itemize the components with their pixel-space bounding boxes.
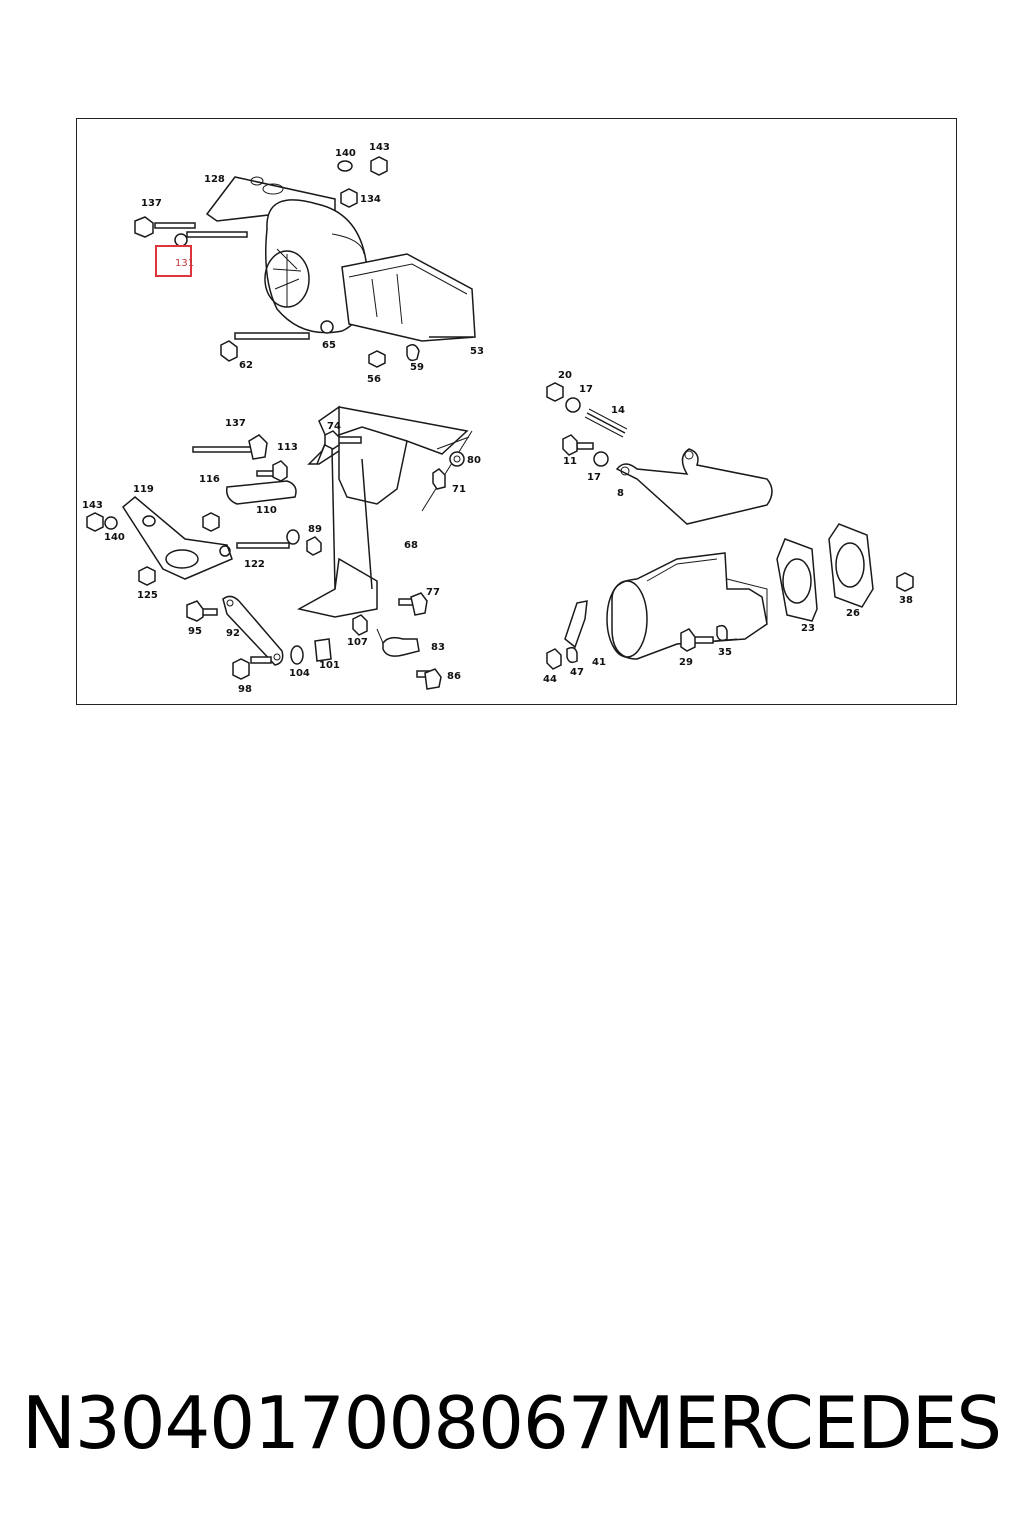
callout-125: 125 (137, 590, 158, 601)
callout-89: 89 (308, 524, 322, 535)
callout-128: 128 (204, 174, 225, 185)
parts-diagram: 140 143 128 134 137 62 65 56 59 53 137 1… (76, 118, 957, 705)
brand-name: MERCEDES (612, 1381, 1002, 1465)
callout-41: 41 (592, 657, 606, 668)
callout-38: 38 (899, 595, 913, 606)
part-number: N304017008067 (22, 1381, 614, 1465)
highlighted-part-label: 131 (175, 258, 195, 269)
callout-59: 59 (410, 362, 424, 373)
callout-62: 62 (239, 360, 253, 371)
callout-86: 86 (447, 671, 461, 682)
starter-motor-assembly (546, 382, 914, 670)
callout-23: 23 (801, 623, 815, 634)
callout-26: 26 (846, 608, 860, 619)
callout-29: 29 (679, 657, 693, 668)
callout-137-mid: 137 (225, 418, 246, 429)
callout-143-mid: 143 (82, 500, 103, 511)
callout-77: 77 (426, 587, 440, 598)
callout-113: 113 (277, 442, 298, 453)
callout-53: 53 (470, 346, 484, 357)
callout-104: 104 (289, 668, 310, 679)
callout-92: 92 (226, 628, 240, 639)
callout-71: 71 (452, 484, 466, 495)
alternator-assembly (134, 156, 476, 368)
callout-119: 119 (133, 484, 154, 495)
callout-107: 107 (347, 637, 368, 648)
callout-47: 47 (570, 667, 584, 678)
callout-140-top: 140 (335, 148, 356, 159)
callout-74: 74 (327, 421, 341, 432)
highlighted-part-box[interactable] (155, 245, 192, 277)
callout-80: 80 (467, 455, 481, 466)
callout-140-mid: 140 (104, 532, 125, 543)
callout-17-mid: 17 (587, 472, 601, 483)
mounting-brackets (86, 405, 473, 690)
callout-17-top: 17 (579, 384, 593, 395)
callout-44: 44 (543, 674, 557, 685)
callout-68: 68 (404, 540, 418, 551)
callout-83: 83 (431, 642, 445, 653)
callout-122: 122 (244, 559, 265, 570)
callout-143-top: 143 (369, 142, 390, 153)
callout-11: 11 (563, 456, 577, 467)
callout-134: 134 (360, 194, 381, 205)
callout-110: 110 (256, 505, 277, 516)
callout-14: 14 (611, 405, 625, 416)
callout-137-top: 137 (141, 198, 162, 209)
callout-101: 101 (319, 660, 340, 671)
callout-65: 65 (322, 340, 336, 351)
callout-98: 98 (238, 684, 252, 695)
callout-95: 95 (188, 626, 202, 637)
callout-56: 56 (367, 374, 381, 385)
caption: N304017008067 MERCEDES (0, 1378, 1024, 1468)
callout-35: 35 (718, 647, 732, 658)
callout-116: 116 (199, 474, 220, 485)
exploded-view-drawing (86, 156, 914, 690)
callout-8: 8 (617, 488, 624, 499)
callout-20: 20 (558, 370, 572, 381)
